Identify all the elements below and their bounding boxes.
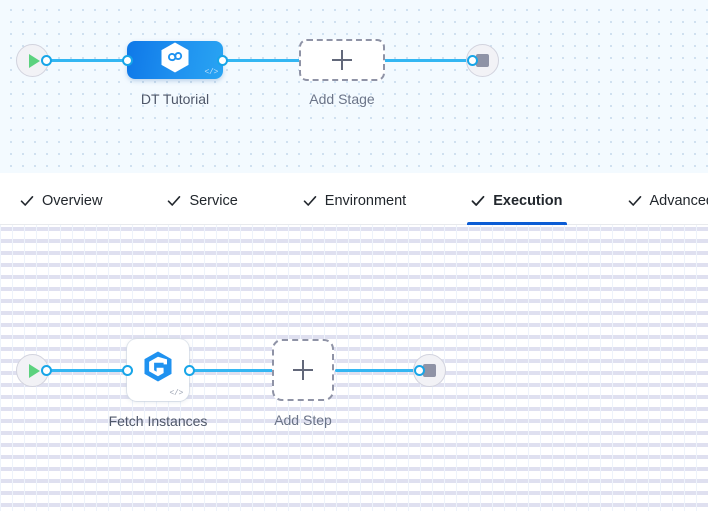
step-connector-mid xyxy=(190,369,275,372)
tab-overview[interactable]: Overview xyxy=(18,177,104,224)
step-node-fetch-instances[interactable]: </> xyxy=(127,339,189,401)
add-step-button[interactable] xyxy=(272,339,334,401)
hexagon-e-icon xyxy=(143,350,173,387)
check-icon xyxy=(167,194,181,208)
play-icon xyxy=(28,53,40,68)
stage-connector-mid xyxy=(215,59,307,62)
step-node-out-port[interactable] xyxy=(184,365,195,376)
stage-node-out-port[interactable] xyxy=(217,55,228,66)
canvas-divider xyxy=(0,173,708,177)
check-icon xyxy=(303,194,317,208)
plus-icon xyxy=(332,50,352,70)
step-start-port[interactable] xyxy=(41,365,52,376)
check-icon xyxy=(471,194,485,208)
step-end-port[interactable] xyxy=(414,365,425,376)
step-node-label: Fetch Instances xyxy=(108,413,208,429)
add-step-label: Add Step xyxy=(274,412,332,428)
plus-icon xyxy=(293,360,313,380)
add-stage-button[interactable] xyxy=(299,39,385,81)
tab-execution-label: Execution xyxy=(493,192,563,209)
code-badge-icon[interactable]: </> xyxy=(204,68,218,77)
tab-advanced-label: Advanced xyxy=(649,192,708,209)
stage-config-tabs[interactable]: Overview Service Environment Execution xyxy=(0,177,708,225)
check-icon xyxy=(628,194,642,208)
stop-square-icon xyxy=(476,54,489,67)
tab-service-label: Service xyxy=(189,192,238,209)
stage-end-port[interactable] xyxy=(467,55,478,66)
stop-square-icon xyxy=(423,364,436,377)
stage-node-label: DT Tutorial xyxy=(140,91,210,107)
code-badge-icon[interactable]: </> xyxy=(169,389,183,398)
tab-spacer xyxy=(408,177,469,224)
tab-advanced[interactable]: Advanced xyxy=(626,177,708,224)
stage-start-port[interactable] xyxy=(41,55,52,66)
add-stage-label: Add Stage xyxy=(309,91,375,107)
step-connector-start xyxy=(42,369,132,372)
tab-execution[interactable]: Execution xyxy=(467,177,567,225)
tab-spacer xyxy=(104,177,165,224)
step-canvas[interactable]: </> Fetch Instances Add Step xyxy=(0,225,708,511)
stage-canvas[interactable]: </> DT Tutorial Add Stage xyxy=(0,0,708,173)
tab-service[interactable]: Service xyxy=(165,177,239,224)
hexagon-infinity-icon xyxy=(160,42,190,79)
stage-connector-start xyxy=(42,59,134,62)
tab-spacer xyxy=(240,177,301,224)
stage-connector-end xyxy=(381,59,476,62)
tab-spacer xyxy=(565,177,626,224)
stage-node-dt-tutorial[interactable]: </> xyxy=(127,41,223,79)
tab-overview-label: Overview xyxy=(42,192,103,209)
check-icon xyxy=(20,194,34,208)
step-connector-end xyxy=(335,369,420,372)
step-node-in-port[interactable] xyxy=(122,365,133,376)
stage-node-in-port[interactable] xyxy=(122,55,133,66)
tab-environment-label: Environment xyxy=(324,192,407,209)
play-icon xyxy=(28,363,40,378)
tab-environment[interactable]: Environment xyxy=(301,177,408,224)
tabbar-leading-spacer xyxy=(0,177,18,224)
